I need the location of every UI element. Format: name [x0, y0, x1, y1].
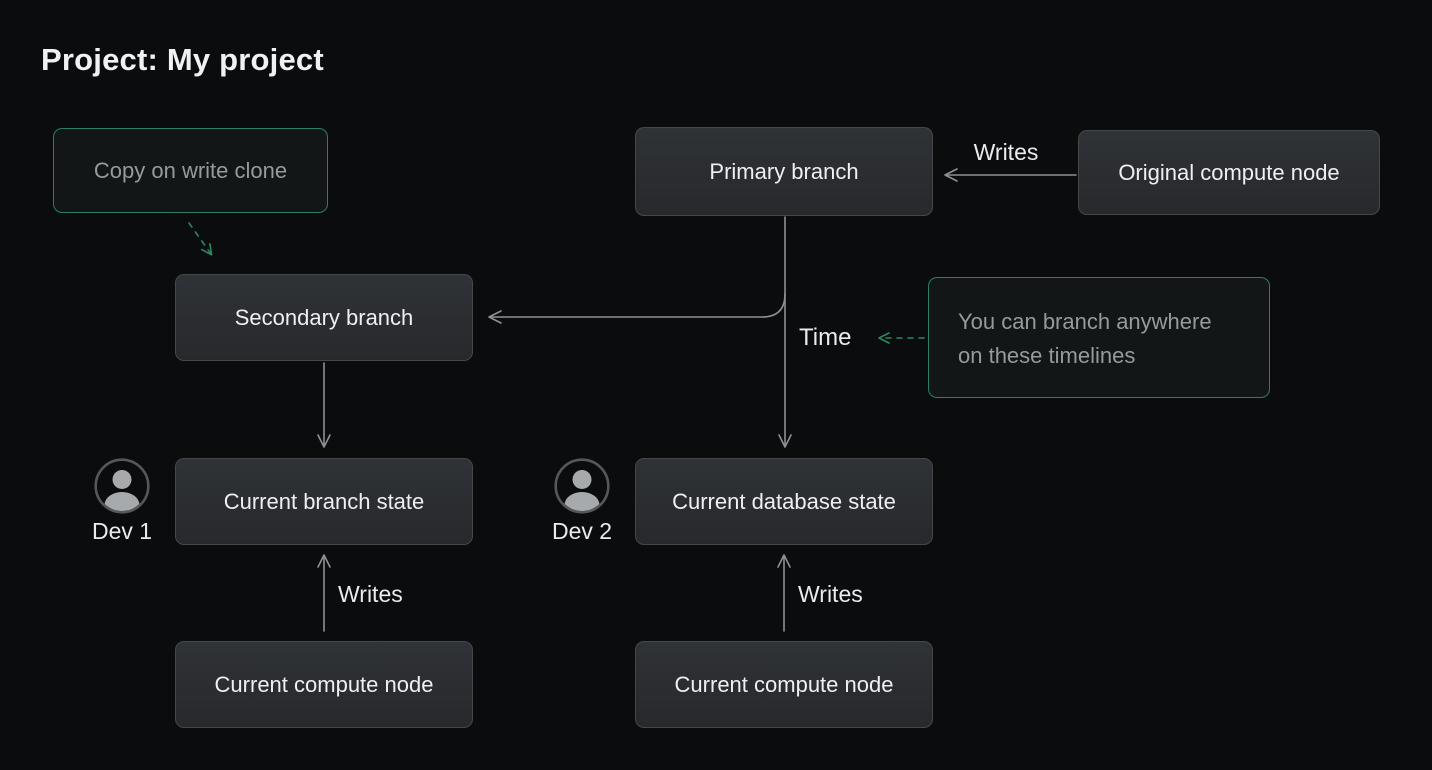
dev1-label: Dev 1	[91, 518, 153, 544]
page-title: Project: My project	[41, 42, 324, 77]
copy-on-write-note: Copy on write clone	[53, 128, 328, 213]
current-compute-node-left: Current compute node	[175, 641, 473, 728]
writes-label-right: Writes	[798, 581, 863, 607]
time-label: Time	[799, 324, 852, 351]
primary-branch-node: Primary branch	[635, 127, 933, 216]
note-line-1: You can branch anywhere	[958, 309, 1212, 334]
writes-label-left: Writes	[338, 581, 403, 607]
original-compute-node: Original compute node	[1078, 130, 1380, 215]
dev1-avatar-icon	[94, 458, 150, 514]
arrow-branch-to-secondary	[488, 293, 786, 324]
note-line-2: on these timelines	[958, 343, 1136, 368]
writes-label-primary: Writes	[973, 139, 1039, 165]
branch-anywhere-note: You can branch anywhere on these timelin…	[928, 277, 1270, 398]
dev2-avatar-icon	[554, 458, 610, 514]
dev2-label: Dev 2	[551, 518, 613, 544]
current-database-state-node: Current database state	[635, 458, 933, 545]
secondary-branch-node: Secondary branch	[175, 274, 473, 361]
arrow-clone-dashed	[188, 222, 213, 256]
current-branch-state-node: Current branch state	[175, 458, 473, 545]
branch-anywhere-note-text: You can branch anywhere on these timelin…	[958, 305, 1212, 373]
current-compute-node-right: Current compute node	[635, 641, 933, 728]
